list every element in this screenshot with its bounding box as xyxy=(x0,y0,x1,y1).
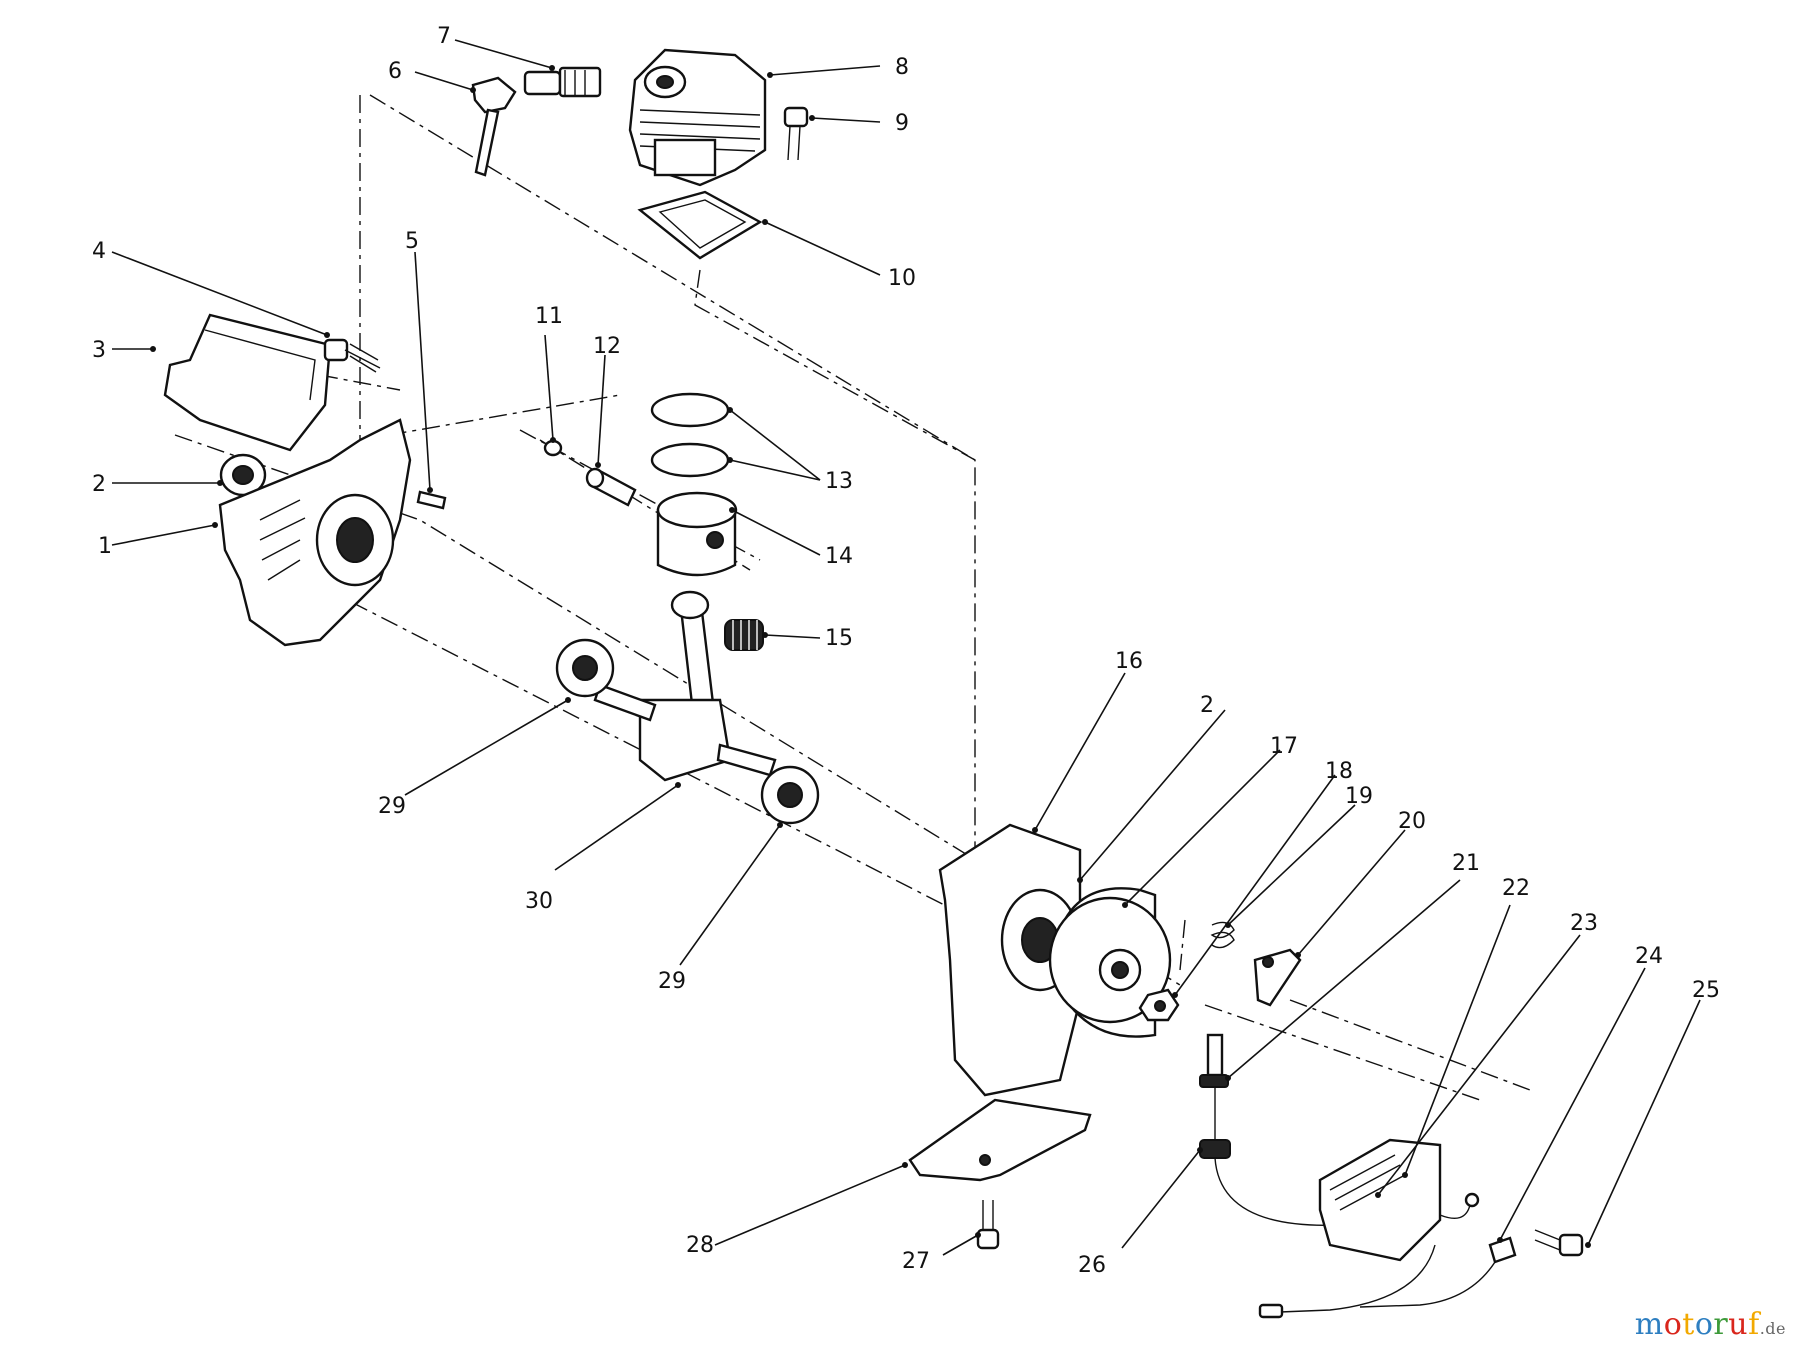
piston-pin-part-12 xyxy=(585,467,637,507)
ball-bearing-part-29-right xyxy=(760,765,820,825)
screw-part-9 xyxy=(783,106,809,161)
callout-24: 24 xyxy=(1635,944,1663,969)
cylinder-part-8 xyxy=(628,48,767,187)
callout-5: 5 xyxy=(405,229,419,254)
oil-seal-part-2-left xyxy=(219,453,267,497)
ignition-module-part-22 xyxy=(1318,1138,1442,1262)
flywheel-part-17 xyxy=(1048,887,1172,1038)
callout-1: 1 xyxy=(98,534,112,559)
callout-2-right: 2 xyxy=(1200,693,1214,718)
watermark-letter: o xyxy=(1663,1307,1683,1342)
callout-11: 11 xyxy=(535,304,563,329)
callout-2: 2 xyxy=(92,472,106,497)
callout-15: 15 xyxy=(825,626,853,651)
mounting-plate-part-28 xyxy=(908,1098,1092,1182)
shield-plate-part-3 xyxy=(163,313,332,452)
nut-part-18 xyxy=(1138,988,1180,1022)
callout-20: 20 xyxy=(1398,809,1426,834)
screw-part-27 xyxy=(976,1200,1000,1250)
callout-21: 21 xyxy=(1452,851,1480,876)
callout-14: 14 xyxy=(825,544,853,569)
ground-wire-part-23 xyxy=(1258,1192,1480,1319)
watermark-logo: motoruf.de xyxy=(1635,1307,1786,1342)
watermark-suffix: .de xyxy=(1759,1319,1786,1338)
watermark-letter: t xyxy=(1682,1307,1695,1342)
callout-6: 6 xyxy=(388,59,402,84)
callout-29-right: 29 xyxy=(658,969,686,994)
watermark-letter: u xyxy=(1728,1307,1749,1342)
callout-10: 10 xyxy=(888,266,916,291)
callout-27: 27 xyxy=(902,1249,930,1274)
callout-30: 30 xyxy=(525,889,553,914)
callout-numbers: 1 2 2 3 4 5 6 7 8 9 10 11 12 13 14 15 16… xyxy=(92,24,1720,1278)
spark-plug-wire-part-21 xyxy=(1199,1033,1229,1140)
callout-3: 3 xyxy=(92,338,106,363)
leader-lines xyxy=(111,39,1701,1256)
callout-19: 19 xyxy=(1345,784,1373,809)
watermark-letter: m xyxy=(1634,1307,1664,1342)
terminal-bracket-part-24 xyxy=(1359,1236,1517,1308)
watermark-letter: f xyxy=(1748,1307,1760,1342)
callout-4: 4 xyxy=(92,239,106,264)
screw-part-25 xyxy=(1534,1229,1584,1257)
callout-26: 26 xyxy=(1078,1253,1106,1278)
callout-28: 28 xyxy=(686,1233,714,1258)
spark-plug-part-7 xyxy=(523,66,602,98)
callout-9: 9 xyxy=(895,111,909,136)
ball-bearing-part-29-left xyxy=(555,638,615,698)
grommet-part-26 xyxy=(1199,1139,1341,1227)
callout-23: 23 xyxy=(1570,911,1598,936)
crankshaft-part-30 xyxy=(593,590,777,782)
callout-16: 16 xyxy=(1115,649,1143,674)
gasket-part-10 xyxy=(637,190,763,260)
crankcase-half-part-1 xyxy=(218,418,412,647)
callout-29-left: 29 xyxy=(378,794,406,819)
dowel-pin-part-5 xyxy=(416,490,447,510)
pawl-part-20 xyxy=(1253,948,1302,1007)
circlip-part-11 xyxy=(543,439,563,457)
watermark-letter: r xyxy=(1713,1307,1729,1342)
spark-plug-boot-part-6 xyxy=(471,76,517,177)
callout-17: 17 xyxy=(1270,734,1298,759)
callout-18: 18 xyxy=(1325,759,1353,784)
screw-part-4 xyxy=(323,338,381,373)
callout-12: 12 xyxy=(593,334,621,359)
piston-part-14 xyxy=(656,491,738,577)
callout-13: 13 xyxy=(825,469,853,494)
callout-22: 22 xyxy=(1502,876,1530,901)
piston-rings-part-13 xyxy=(650,392,730,478)
watermark-letter: o xyxy=(1694,1307,1714,1342)
callout-25: 25 xyxy=(1692,978,1720,1003)
assembly-center-lines xyxy=(174,94,1531,1101)
callout-7: 7 xyxy=(437,24,451,49)
needle-bearing-part-15 xyxy=(724,619,764,651)
callout-8: 8 xyxy=(895,55,909,80)
